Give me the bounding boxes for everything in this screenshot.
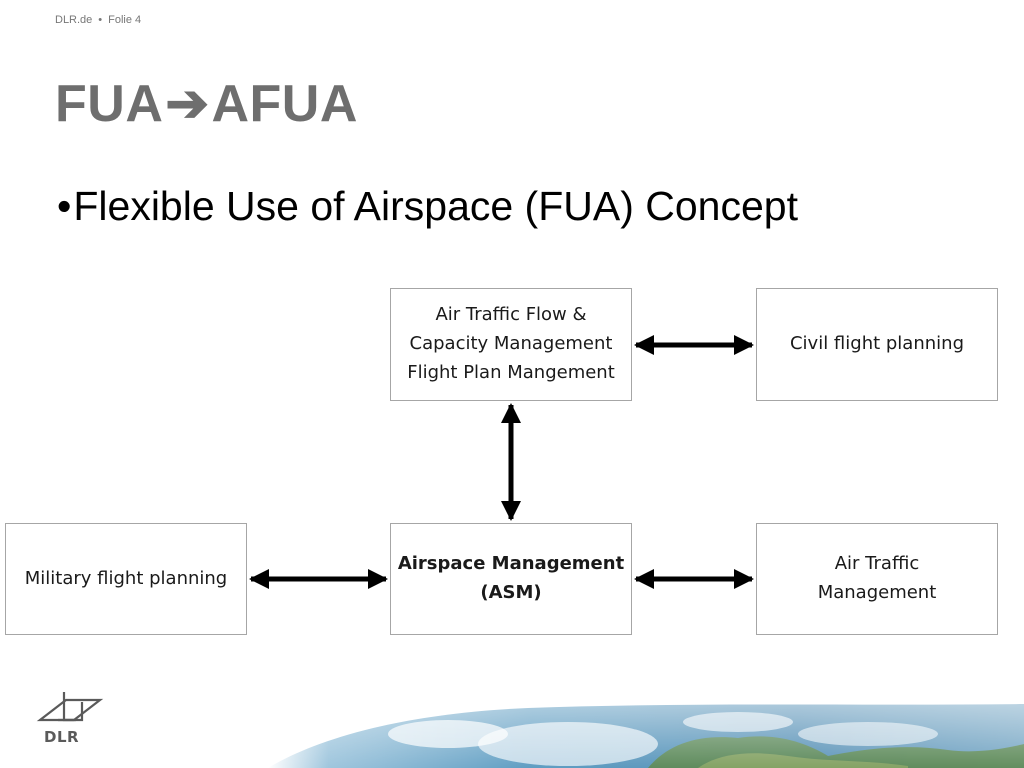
header-separator: • (98, 14, 103, 26)
slide-number: Folie 4 (108, 14, 142, 26)
atm-line-1: Air Traffic (834, 553, 920, 575)
dlr-logo-icon (36, 692, 104, 722)
bullet-text: Flexible Use of Airspace (FUA) Concept (73, 183, 798, 229)
asm-line-2: (ASM) (480, 582, 542, 603)
slide-header: DLR.de • Folie 4 (55, 14, 141, 26)
title-left: FUA (55, 75, 164, 133)
title-arrow-icon: ➔ (165, 75, 210, 133)
military-line-1: Military flight planning (24, 567, 228, 589)
earth-image (268, 704, 1024, 768)
site-label: DLR.de (55, 14, 93, 26)
bullet-item: •Flexible Use of Airspace (FUA) Concept (57, 183, 798, 229)
airspace-management-box: Airspace Management (ASM) (390, 523, 632, 635)
atm-line-2: Management (817, 582, 937, 603)
slide-title: FUA➔AFUA (55, 78, 358, 130)
atfm-line-2: Capacity Management (409, 333, 613, 355)
asm-line-1: Airspace Management (397, 553, 625, 575)
title-right: AFUA (211, 75, 358, 133)
atfm-line-1: Air Traffic Flow & (435, 304, 587, 326)
dlr-logo-text: DLR (44, 728, 80, 746)
bullet-marker: • (57, 183, 72, 229)
atfm-line-3: Flight Plan Mangement (407, 361, 615, 383)
civil-line-1: Civil flight planning (789, 333, 964, 355)
military-flight-planning-box: Military flight planning (5, 523, 247, 635)
atfm-box: Air Traffic Flow & Capacity Management F… (390, 288, 632, 401)
civil-flight-planning-box: Civil flight planning (756, 288, 998, 401)
air-traffic-management-box: Air Traffic Management (756, 523, 998, 635)
